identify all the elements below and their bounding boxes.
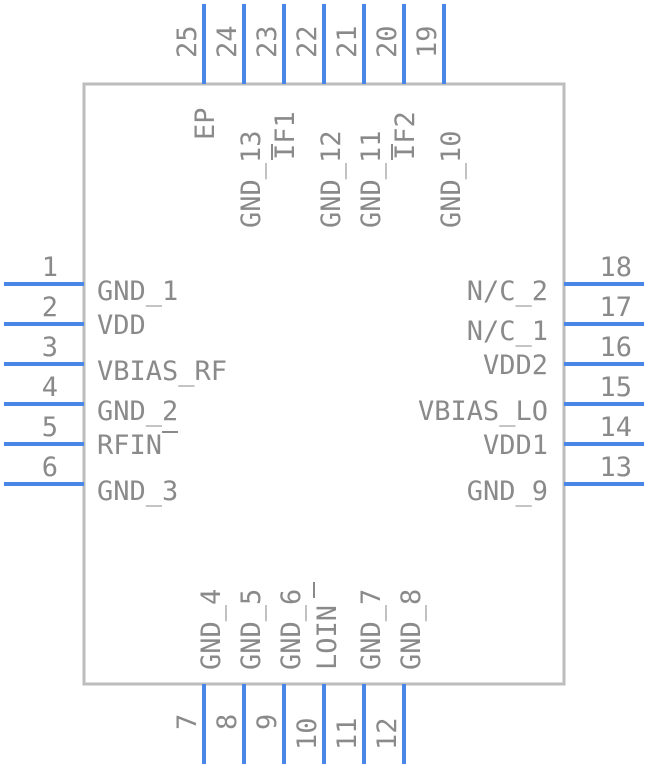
pin-21-number: 21 — [332, 25, 363, 58]
pin-8: 8 GND_5 — [212, 589, 267, 764]
pin-3-label: VBIAS_RF — [97, 356, 227, 387]
pin-7-number: 7 — [172, 714, 203, 730]
pin-10: 10 LOIN — [292, 582, 343, 764]
pin-16-number: 16 — [599, 332, 632, 363]
pin-7: 7 GND_4 — [172, 589, 227, 764]
pin-21-label: GND_11 — [356, 130, 387, 228]
pin-9: 9 GND_6 — [252, 589, 307, 764]
pin-18: 18 N/C_2 — [467, 252, 644, 307]
pin-3: 3 VBIAS_RF — [4, 332, 227, 387]
pin-21: 21 GND_11 — [332, 4, 387, 228]
pin-18-number: 18 — [599, 252, 632, 283]
pin-15-number: 15 — [599, 372, 632, 403]
pin-25-label: EP — [190, 107, 221, 140]
pin-19-number: 19 — [412, 25, 443, 58]
pin-12-label: GND_8 — [396, 589, 427, 670]
pin-22: 22 GND_12 — [292, 4, 347, 228]
pin-23: 23 IF1 — [252, 4, 301, 160]
pin-2: 2 VDD — [4, 292, 146, 341]
pin-2-number: 2 — [42, 292, 58, 323]
pin-13: 13 GND_9 — [467, 452, 644, 507]
pin-4: 4 GND_2 — [4, 372, 178, 427]
pin-20-label: IF2 — [390, 111, 421, 160]
pin-7-label: GND_4 — [196, 589, 227, 670]
pin-20: 20 IF2 — [372, 4, 421, 160]
pin-17-number: 17 — [599, 292, 632, 323]
pin-11-label: GND_7 — [356, 589, 387, 670]
pin-5-label: RFIN — [97, 430, 162, 461]
pin-24: 24 GND_13 — [212, 4, 267, 228]
pin-9-number: 9 — [252, 714, 283, 730]
pin-17-label: N/C_1 — [467, 316, 548, 347]
pin-18-label: N/C_2 — [467, 276, 548, 307]
pin-24-label: GND_13 — [236, 130, 267, 228]
pin-6-number: 6 — [42, 452, 58, 483]
pin-15: 15 VBIAS_LO — [418, 372, 644, 427]
pin-4-number: 4 — [42, 372, 58, 403]
pin-14: 14 VDD1 — [483, 412, 644, 461]
pin-2-label: VDD — [97, 310, 146, 341]
pin-23-number: 23 — [252, 25, 283, 58]
pin-12-number: 12 — [372, 717, 403, 750]
pin-22-label: GND_12 — [316, 130, 347, 228]
pin-11-number: 11 — [332, 717, 363, 750]
pin-3-number: 3 — [42, 332, 58, 363]
pin-10-number: 10 — [292, 717, 323, 750]
pin-14-label: VDD1 — [483, 430, 548, 461]
pin-6: 6 GND_3 — [4, 452, 178, 507]
pin-16: 16 VDD2 — [483, 332, 644, 381]
pin-23-label: IF1 — [270, 111, 301, 160]
pin-1: 1 GND_1 — [4, 252, 178, 307]
component-body — [82, 82, 566, 686]
pin-19: 19 GND_10 — [412, 4, 467, 228]
pin-15-label: VBIAS_LO — [418, 396, 548, 427]
pin-16-label: VDD2 — [483, 350, 548, 381]
pin-22-number: 22 — [292, 25, 323, 58]
pin-24-number: 24 — [212, 25, 243, 58]
pin-25-number: 25 — [172, 25, 203, 58]
pin-1-number: 1 — [42, 252, 58, 283]
pin-5-number: 5 — [42, 412, 58, 443]
pin-25: 25 EP — [172, 4, 221, 140]
pin-20-number: 20 — [372, 25, 403, 58]
pin-17: 17 N/C_1 — [467, 292, 644, 347]
pin-8-label: GND_5 — [236, 589, 267, 670]
pin-13-label: GND_9 — [467, 476, 548, 507]
pin-11: 11 GND_7 — [332, 589, 387, 764]
pin-13-number: 13 — [599, 452, 632, 483]
pin-6-label: GND_3 — [97, 476, 178, 507]
pin-10-label: LOIN — [312, 605, 343, 670]
pin-1-label: GND_1 — [97, 276, 178, 307]
pin-14-number: 14 — [599, 412, 632, 443]
pin-5: 5 RFIN — [4, 412, 178, 461]
pin-19-label: GND_10 — [436, 130, 467, 228]
pin-12: 12 GND_8 — [372, 589, 427, 764]
pin-9-label: GND_6 — [276, 589, 307, 670]
pin-4-label: GND_2 — [97, 396, 178, 427]
pin-8-number: 8 — [212, 714, 243, 730]
